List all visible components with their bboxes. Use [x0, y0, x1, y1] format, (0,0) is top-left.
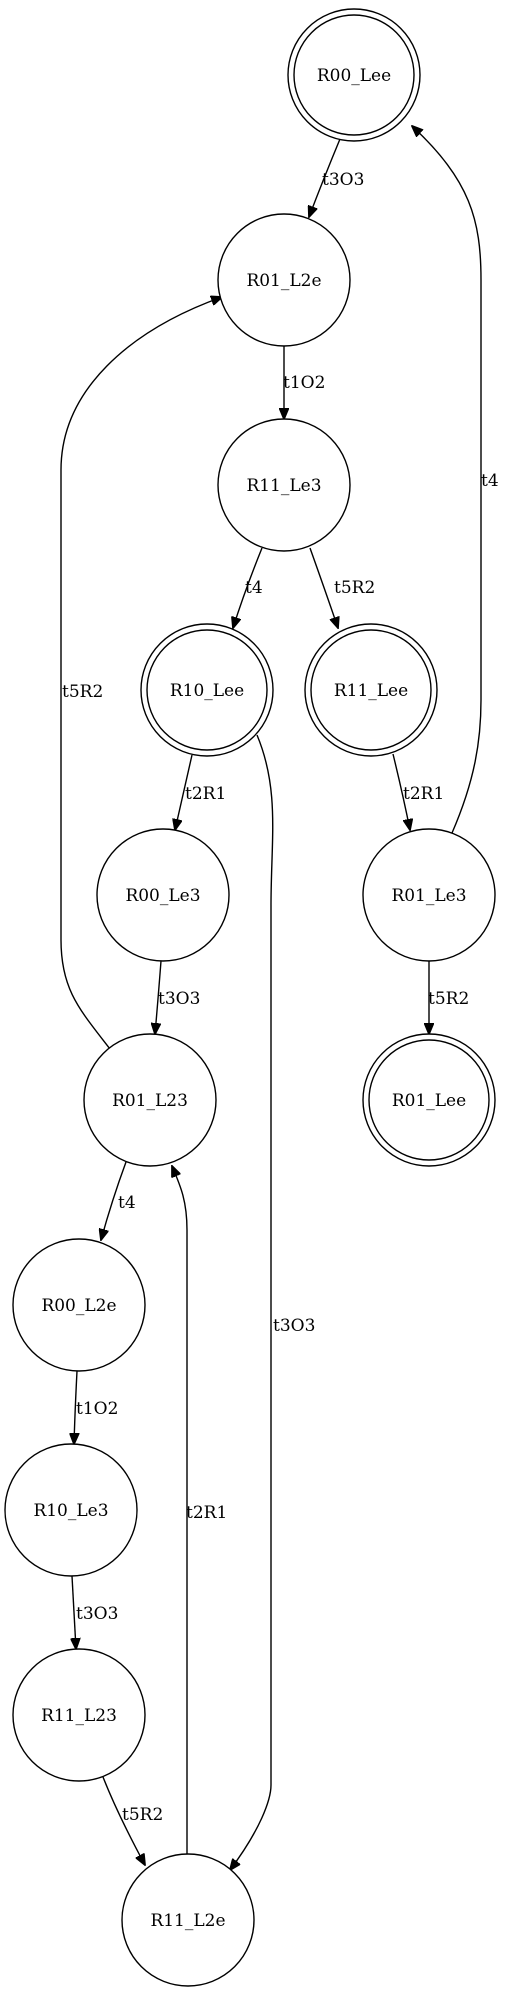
state-node-r00-le3: R00_Le3	[96, 828, 230, 962]
edge-label: t5R2	[428, 989, 469, 1009]
edge-line	[233, 547, 263, 628]
edge-line	[392, 753, 410, 830]
state-label: R01_L23	[112, 1091, 188, 1111]
state-label: R11_Lee	[334, 681, 408, 701]
state-circle	[362, 828, 496, 962]
accepting-ring	[293, 14, 415, 136]
edge-line	[309, 547, 338, 628]
edge-line	[101, 1161, 127, 1240]
edge-r11-l2e-to-r01-l23: t2R1	[172, 1166, 227, 1854]
edge-r01-le3-to-r00-lee: t4	[412, 126, 499, 834]
edge-label: t1O2	[283, 373, 325, 393]
state-circle	[121, 1853, 255, 1987]
edge-label: t1O2	[76, 1399, 118, 1419]
state-circle	[12, 1238, 146, 1372]
edge-r10-lee-to-r11-l2e: t3O3	[230, 734, 315, 1870]
edge-label: t3O3	[273, 1316, 315, 1336]
state-node-r00-lee: R00_Lee	[287, 8, 421, 142]
edge-line	[60, 297, 222, 1050]
edge-line	[172, 1166, 188, 1854]
edge-r01-le3-to-r01-lee: t5R2	[428, 960, 469, 1034]
edge-r00-l2e-to-r10-le3: t1O2	[74, 1370, 118, 1444]
state-label: R11_L2e	[150, 1911, 225, 1931]
edge-line	[309, 138, 341, 217]
edge-label: t3O3	[158, 989, 200, 1009]
edge-line	[102, 1776, 145, 1865]
state-node-r01-lee: R01_Lee	[362, 1033, 496, 1167]
edge-r00-le3-to-r01-l23: t3O3	[155, 960, 200, 1034]
state-node-r10-le3: R10_Le3	[4, 1443, 138, 1577]
accepting-ring	[368, 1039, 490, 1161]
edge-label: t5R2	[62, 682, 103, 702]
edge-label: t5R2	[334, 578, 375, 598]
edge-label: t2R1	[186, 1503, 227, 1523]
edge-line	[230, 734, 274, 1870]
state-label: R00_Le3	[125, 886, 200, 906]
state-label: R01_L2e	[246, 271, 321, 291]
state-node-r11-lee: R11_Lee	[304, 623, 438, 757]
state-circle	[12, 1648, 146, 1782]
edge-line	[412, 126, 482, 834]
edge-label: t2R1	[185, 784, 226, 804]
state-node-r01-l23: R01_L23	[83, 1033, 217, 1167]
state-label: R10_Le3	[33, 1501, 108, 1521]
state-node-r10-lee: R10_Lee	[140, 623, 274, 757]
state-node-r00-l2e: R00_L2e	[12, 1238, 146, 1372]
state-circle	[4, 1443, 138, 1577]
edge-r01-l23-to-r00-l2e: t4	[101, 1161, 136, 1240]
edge-label: t3O3	[322, 170, 364, 190]
edge-r01-l23-to-r01-l2e: t5R2	[60, 297, 222, 1050]
edge-label: t4	[481, 471, 499, 491]
edges-layer: t3O3 t1O2 t4 t5R2 t2R1 t3O3 t2R1 t4 t5R2 t3O3 t5R2…	[60, 126, 499, 1870]
edge-line	[155, 960, 162, 1034]
state-label: R00_L2e	[41, 1296, 116, 1316]
accepting-ring	[146, 629, 268, 751]
edge-r00-lee-to-r01-l2e: t3O3	[309, 138, 364, 217]
accepting-ring	[310, 629, 432, 751]
state-node-r11-le3: R11_Le3	[217, 418, 351, 552]
state-circle	[96, 828, 230, 962]
state-circle	[83, 1033, 217, 1167]
edge-r10-le3-to-r11-l23: t3O3	[72, 1575, 118, 1649]
edge-line	[72, 1575, 76, 1649]
state-label: R00_Lee	[317, 66, 391, 86]
edge-label: t4	[245, 578, 263, 598]
state-label: R11_L23	[41, 1706, 117, 1726]
state-node-r01-le3: R01_Le3	[362, 828, 496, 962]
edge-r11-lee-to-r01-le3: t2R1	[392, 753, 444, 830]
state-label: R01_Lee	[392, 1091, 466, 1111]
edge-line	[175, 754, 193, 830]
edge-r11-le3-to-r10-lee: t4	[233, 547, 263, 628]
edge-line	[74, 1370, 77, 1444]
edge-r11-l23-to-r11-l2e: t5R2	[102, 1776, 163, 1865]
state-node-r01-l2e: R01_L2e	[217, 213, 351, 347]
edge-label: t3O3	[76, 1604, 118, 1624]
state-circle	[217, 213, 351, 347]
edge-label: t4	[118, 1193, 136, 1213]
edge-r11-le3-to-r11-lee: t5R2	[309, 547, 375, 628]
state-label: R01_Le3	[391, 886, 466, 906]
state-node-r11-l2e: R11_L2e	[121, 1853, 255, 1987]
edge-r10-lee-to-r00-le3: t2R1	[175, 754, 226, 830]
state-node-r11-l23: R11_L23	[12, 1648, 146, 1782]
edge-label: t5R2	[122, 1805, 163, 1825]
edge-label: t2R1	[403, 784, 444, 804]
state-circle	[217, 418, 351, 552]
state-label: R11_Le3	[246, 476, 321, 496]
state-label: R10_Lee	[170, 681, 244, 701]
edge-r01-l2e-to-r11-le3: t1O2	[283, 346, 325, 419]
